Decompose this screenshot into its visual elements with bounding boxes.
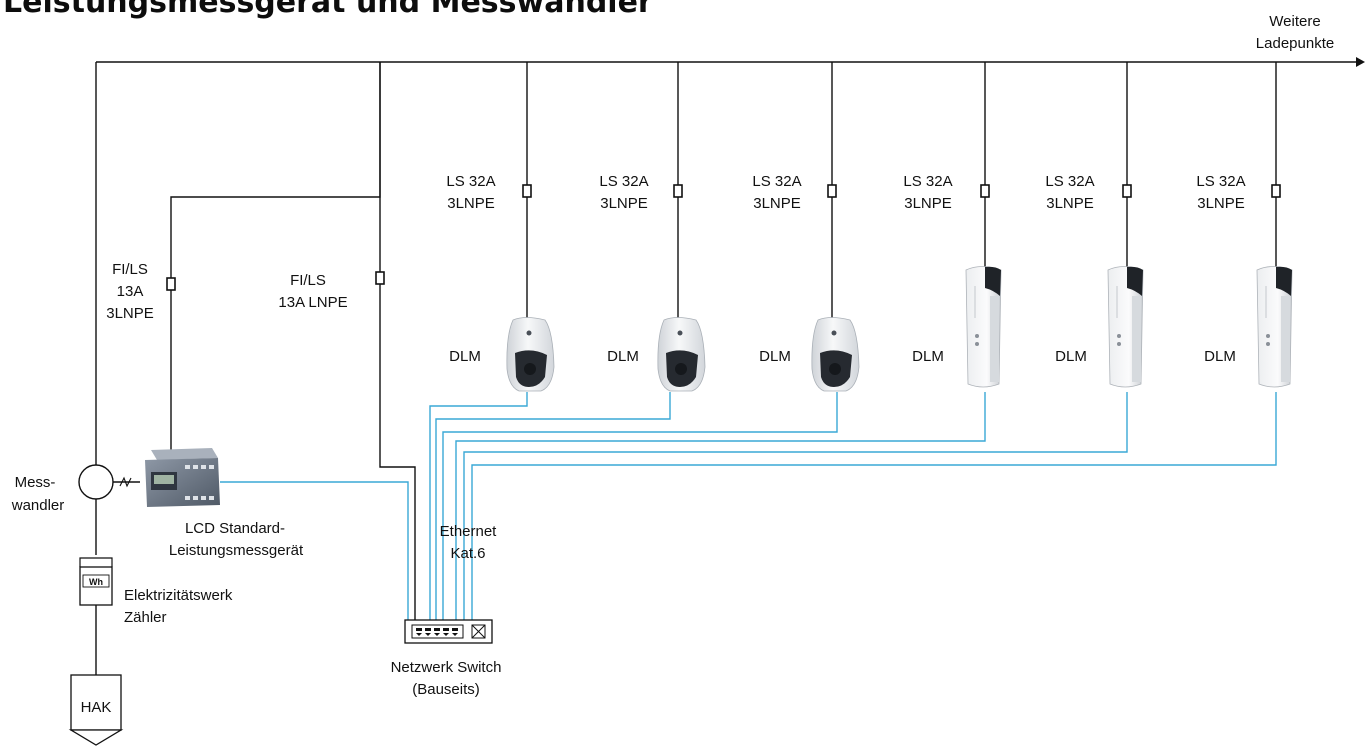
branch-breaker-icon [673, 184, 683, 198]
branch-6 [1271, 62, 1281, 268]
branch-4 [980, 62, 990, 268]
pillar-charger-6 [1256, 266, 1293, 388]
branch-5 [1122, 62, 1132, 268]
branch-1-fuse-label-2: 3LNPE [447, 195, 495, 212]
branch-2-fuse-label-1: LS 32A [599, 173, 648, 190]
wallbox-charger-2 [657, 317, 706, 392]
utility-meter-icon [79, 557, 113, 606]
power-meter-label-1: LCD Standard- [185, 520, 285, 537]
switch-supply-branch [375, 62, 416, 620]
meter-supply-branch [166, 62, 381, 455]
branch-breaker-icon [827, 184, 837, 198]
branch-1-fuse-label-1: LS 32A [446, 173, 495, 190]
network-switch-icon [404, 619, 493, 644]
meter-breaker-icon [166, 277, 176, 291]
switch-label-1: Netzwerk Switch [391, 659, 502, 676]
branch-3 [827, 62, 837, 318]
diagram-title: Leistungsmessgerät und Messwandler [3, 0, 653, 20]
fi-switch-label-2: 13A LNPE [278, 294, 347, 311]
utility-meter-label-1: Elektrizitätswerk [124, 587, 233, 604]
utility-meter-label-2: Zähler [124, 609, 167, 626]
power-meter-label-2: Leistungsmessgerät [169, 542, 304, 559]
charger-2-dlm-label: DLM [607, 348, 639, 365]
branch-breaker-icon [1122, 184, 1132, 198]
branch-breaker-icon [980, 184, 990, 198]
wallbox-charger-3 [811, 317, 860, 392]
fi-meter-label-1: FI/LS [112, 261, 148, 278]
utility-meter-symbol: Wh [89, 577, 103, 587]
charger-6-dlm-label: DLM [1204, 348, 1236, 365]
branch-2 [673, 62, 683, 318]
branch-6-fuse-label-2: 3LNPE [1197, 195, 1245, 212]
switch-breaker-icon [375, 271, 385, 285]
main-busbar [96, 57, 1365, 67]
power-meter-icon [145, 448, 220, 507]
pillar-charger-5 [1107, 266, 1144, 388]
branch-breaker-icon [522, 184, 532, 198]
switch-label-2: (Bauseits) [412, 681, 480, 698]
branch-breaker-icon [1271, 184, 1281, 198]
branch-6-fuse-label-1: LS 32A [1196, 173, 1245, 190]
charger-5-dlm-label: DLM [1055, 348, 1087, 365]
branch-3-fuse-label-1: LS 32A [752, 173, 801, 190]
current-transformer-label-1: Mess- [15, 474, 56, 491]
fi-switch-label-1: FI/LS [290, 272, 326, 289]
current-transformer-icon [78, 464, 140, 500]
ethernet-label-2: Kat.6 [450, 545, 485, 562]
branch-5-fuse-label-2: 3LNPE [1046, 195, 1094, 212]
branch-4-fuse-label-2: 3LNPE [904, 195, 952, 212]
pillar-charger-4 [965, 266, 1002, 388]
branch-2-fuse-label-2: 3LNPE [600, 195, 648, 212]
charger-4-dlm-label: DLM [912, 348, 944, 365]
hak-label: HAK [81, 699, 112, 716]
fi-meter-label-3: 3LNPE [106, 305, 154, 322]
branch-5-fuse-label-1: LS 32A [1045, 173, 1094, 190]
charger-1-dlm-label: DLM [449, 348, 481, 365]
current-transformer-label-2: wandler [11, 497, 65, 514]
charger-3-dlm-label: DLM [759, 348, 791, 365]
branch-4-fuse-label-1: LS 32A [903, 173, 952, 190]
further-points-label-2: Ladepunkte [1256, 35, 1334, 52]
ethernet-cables [220, 392, 1277, 620]
ethernet-label-1: Ethernet [440, 523, 498, 540]
wallbox-charger-1 [506, 317, 555, 392]
branch-3-fuse-label-2: 3LNPE [753, 195, 801, 212]
branch-1 [522, 62, 532, 318]
fi-meter-label-2: 13A [117, 283, 144, 300]
house-connection-box-icon [68, 674, 124, 746]
further-points-label-1: Weitere [1269, 13, 1320, 30]
